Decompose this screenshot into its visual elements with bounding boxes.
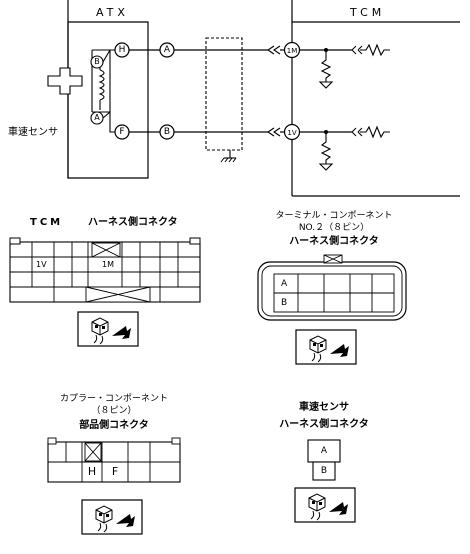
atx-box (67, 0, 149, 179)
coil-term-a: A (94, 113, 100, 122)
connector-plug-icon (295, 329, 357, 365)
connector-plug-icon (81, 499, 143, 535)
shield-box (205, 37, 243, 163)
coupler-title-3: 部品側コネクタ (79, 420, 149, 431)
speed-sensor-pin-b: B (320, 466, 328, 476)
tcm-pin-label-1m: 1M (102, 260, 114, 269)
terminal-pin-b: B (281, 298, 288, 308)
harness-pin-a: A (163, 45, 171, 55)
connector-plug-icon (294, 487, 356, 523)
tcm-pin-1m: 1M (286, 47, 298, 55)
coil-term-b: B (94, 57, 100, 66)
tcm-pin-label-1v: 1V (36, 260, 47, 269)
coupler-pin-f: F (111, 465, 119, 478)
coupler-connector (47, 437, 181, 483)
speed-sensor-symbol (47, 67, 83, 95)
tcm-box (291, 0, 460, 197)
speed-sensor-pin-a: A (320, 446, 328, 456)
sensor-pin-f: F (119, 127, 125, 137)
terminal-title-3: ハーネス側コネクタ (289, 236, 379, 247)
tcm-connector-subtitle: ハーネス側コネクタ (88, 217, 178, 228)
terminal-title-1: ターミナル・コンポーネント (275, 211, 393, 221)
terminal-pin-a: A (281, 279, 288, 289)
speed-sensor-title-1: 車速センサ (299, 402, 349, 413)
tcm-pin-1v: 1V (287, 129, 297, 137)
ground-icon (220, 157, 237, 163)
tcm-label: TCM (350, 6, 386, 19)
tcm-connector-title: TCM (30, 217, 64, 228)
speed-sensor-title-2: ハーネス側コネクタ (279, 419, 369, 430)
sensor-label: 車速センサ (8, 127, 58, 138)
speed-sensor-connector (307, 439, 341, 481)
coupler-title-1: カプラー・コンポーネント (59, 394, 168, 404)
tcm-connector (9, 237, 201, 303)
atx-label: ATX (96, 6, 129, 19)
harness-pin-b: B (163, 127, 171, 137)
coupler-title-2: （８ピン） (91, 406, 137, 416)
connector-plug-icon (77, 311, 139, 347)
coupler-pin-h: H (87, 465, 97, 478)
terminal-title-2: NO.２（８ピン） (298, 223, 370, 233)
terminal-connector (257, 254, 407, 321)
resistor-icon (351, 43, 390, 139)
sensor-pin-h: H (118, 45, 126, 55)
